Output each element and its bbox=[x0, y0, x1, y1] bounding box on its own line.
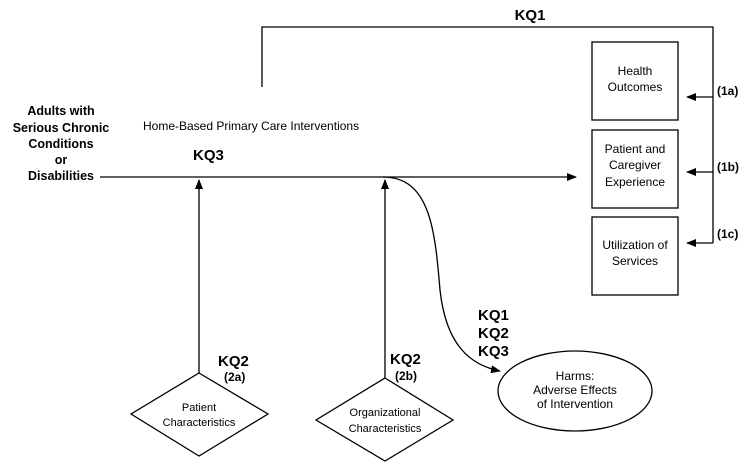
tag-1a: (1a) bbox=[717, 84, 738, 98]
harms-arrow bbox=[382, 176, 501, 374]
patient-characteristics-diamond bbox=[129, 372, 270, 457]
diamond-text: Patient bbox=[182, 402, 216, 414]
diamond-text: Organizational bbox=[350, 407, 421, 419]
kq2a-label: KQ2 bbox=[218, 353, 249, 370]
organizational-characteristics-diamond bbox=[314, 377, 455, 462]
population-line: Conditions bbox=[28, 137, 93, 151]
population-line: Adults with bbox=[27, 104, 94, 118]
kq3-label: KQ3 bbox=[193, 147, 224, 164]
outcome-text: Services bbox=[612, 254, 658, 268]
harms-kq-label: KQ1 bbox=[478, 307, 509, 324]
outcome-text: Utilization of bbox=[602, 238, 668, 252]
outcome-box-utilization bbox=[591, 216, 679, 296]
diamond-text: Characteristics bbox=[349, 423, 422, 435]
outcome-text: Experience bbox=[605, 175, 665, 189]
population-line: or bbox=[55, 153, 68, 167]
outcome-text: Caregiver bbox=[609, 158, 661, 172]
outcome-text: Patient and bbox=[605, 142, 666, 156]
tag-2b: (2b) bbox=[395, 369, 417, 383]
outcome-box-experience bbox=[591, 129, 679, 209]
tag-1b: (1b) bbox=[717, 160, 739, 174]
diamond-text: Characteristics bbox=[163, 417, 236, 429]
harms-kq-label: KQ2 bbox=[478, 325, 509, 342]
harms-kq-label: KQ3 bbox=[478, 343, 509, 360]
outcome-box-health bbox=[591, 41, 679, 121]
population-line: Serious Chronic bbox=[13, 121, 110, 135]
harms-ellipse bbox=[497, 350, 653, 432]
tag-2a: (2a) bbox=[224, 370, 245, 384]
population-line: Disabilities bbox=[28, 169, 94, 183]
outcome-text: Health bbox=[618, 64, 653, 78]
population-label: Adults with Serious Chronic Conditions o… bbox=[13, 104, 110, 183]
intervention-label: Home-Based Primary Care Interventions bbox=[143, 119, 359, 133]
kq1-bracket-line bbox=[261, 26, 714, 243]
harms-text: Harms: bbox=[556, 369, 595, 383]
kq1-top-label: KQ1 bbox=[515, 7, 546, 24]
harms-text: Adverse Effects bbox=[533, 383, 617, 397]
kq2b-label: KQ2 bbox=[390, 351, 421, 368]
harms-text: of Intervention bbox=[537, 397, 613, 411]
tag-1c: (1c) bbox=[717, 227, 738, 241]
outcome-text: Outcomes bbox=[608, 80, 663, 94]
